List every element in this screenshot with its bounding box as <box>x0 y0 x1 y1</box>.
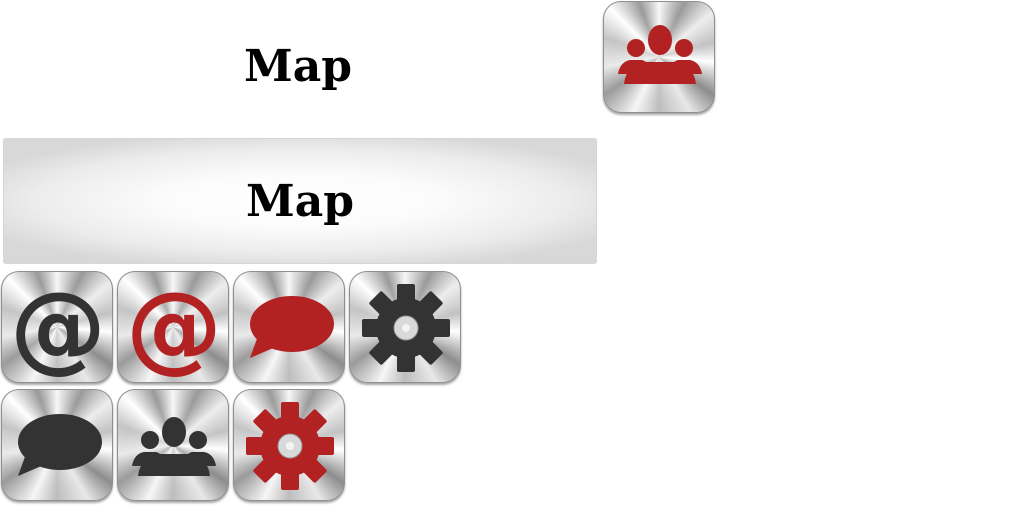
email-button-red[interactable]: @ <box>117 271 229 383</box>
at-sign-icon: @ <box>126 272 222 383</box>
gear-icon <box>246 402 334 490</box>
speech-bubble-icon <box>250 296 334 358</box>
message-button-red[interactable] <box>233 271 345 383</box>
contacts-button-dark[interactable] <box>117 389 229 501</box>
message-button-dark[interactable] <box>1 389 113 501</box>
contacts-icon <box>132 417 216 476</box>
title-bar-label: Map <box>246 175 354 227</box>
contacts-icon <box>618 25 702 84</box>
settings-button-dark[interactable] <box>349 271 461 383</box>
email-button-dark[interactable]: @ <box>1 271 113 383</box>
title-bar: Map <box>3 138 597 264</box>
speech-bubble-icon <box>18 414 102 476</box>
at-sign-icon: @ <box>10 272 106 383</box>
settings-button-red[interactable] <box>233 389 345 501</box>
page-title: Map <box>244 40 352 92</box>
svg-text:@: @ <box>10 272 106 383</box>
gear-icon <box>362 284 450 372</box>
contacts-button-red[interactable] <box>603 1 715 113</box>
svg-text:@: @ <box>126 272 222 383</box>
